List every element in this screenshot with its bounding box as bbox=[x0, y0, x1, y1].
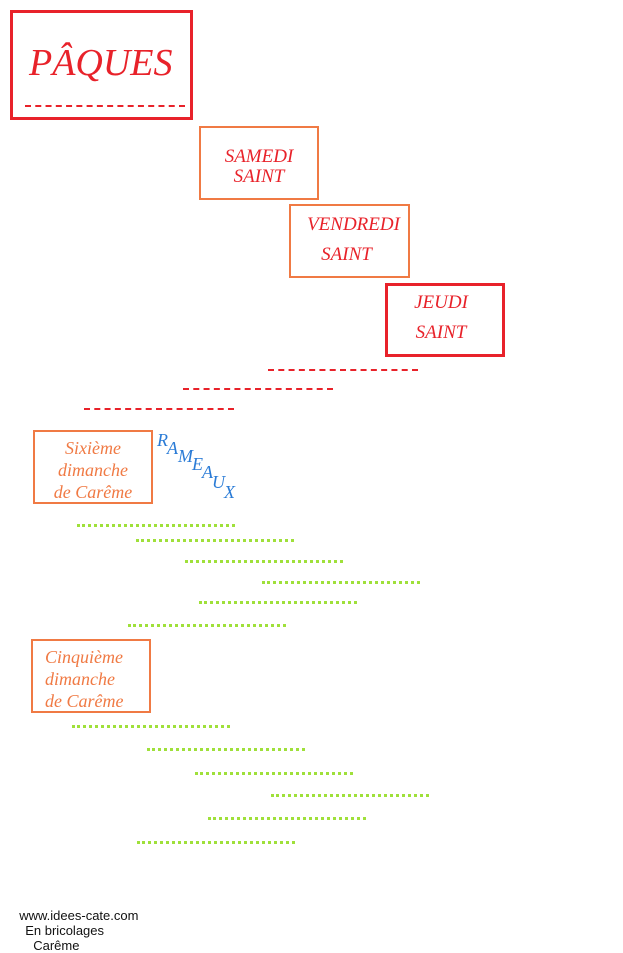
samedi-saint-box: SAMEDI SAINT bbox=[199, 126, 319, 200]
sixieme-line3: de Carême bbox=[53, 482, 133, 502]
rameaux-letter: X bbox=[224, 482, 235, 502]
footer-topic: Carême bbox=[33, 938, 80, 953]
sixieme-line1: Sixième bbox=[65, 438, 121, 458]
rameaux-letter: U bbox=[212, 472, 225, 492]
green-dash-line bbox=[136, 539, 294, 542]
cinquieme-line3: de Carême bbox=[45, 691, 124, 711]
vendredi-line1: VENDREDI bbox=[307, 214, 400, 235]
samedi-line1: SAMEDI bbox=[224, 146, 294, 167]
rameaux-letter: R bbox=[157, 430, 168, 450]
vendredi-line2: SAINT bbox=[321, 244, 372, 265]
green-dash-line bbox=[128, 624, 286, 627]
rameaux-letter: E bbox=[192, 454, 203, 474]
rameaux-letter: M bbox=[178, 446, 193, 466]
green-dash-line bbox=[208, 817, 366, 820]
cinquieme-line1: Cinquième bbox=[45, 647, 123, 667]
footer: www.idees-cate.com En bricolages Carême bbox=[12, 893, 138, 953]
green-dash-line bbox=[137, 841, 295, 844]
green-dash-line bbox=[147, 748, 305, 751]
footer-section: En bricolages bbox=[25, 923, 105, 938]
paques-title: PÂQUES bbox=[29, 42, 173, 84]
green-dash-line bbox=[77, 524, 235, 527]
red-dash-line bbox=[183, 388, 333, 390]
green-dash-line bbox=[195, 772, 353, 775]
sixieme-line2: dimanche bbox=[58, 460, 128, 480]
jeudi-saint-box: JEUDI SAINT bbox=[385, 283, 505, 357]
sixieme-dimanche-box: Sixième dimanche de Carême bbox=[33, 430, 153, 504]
vendredi-saint-box: VENDREDI SAINT bbox=[289, 204, 410, 278]
jeudi-line2: SAINT bbox=[415, 322, 467, 343]
green-dash-line bbox=[185, 560, 343, 563]
red-dash-line bbox=[268, 369, 418, 371]
red-dash-line bbox=[84, 408, 234, 410]
cinquieme-dimanche-box: Cinquième dimanche de Carême bbox=[31, 639, 151, 713]
samedi-line2: SAINT bbox=[233, 166, 285, 187]
rameaux-letter: A bbox=[167, 438, 178, 458]
green-dash-line bbox=[262, 581, 420, 584]
rameaux-letter: A bbox=[202, 462, 213, 482]
jeudi-line1: JEUDI bbox=[414, 292, 468, 313]
paques-underline bbox=[25, 105, 185, 107]
green-dash-line bbox=[271, 794, 429, 797]
cinquieme-line2: dimanche bbox=[45, 669, 115, 689]
green-dash-line bbox=[72, 725, 230, 728]
paques-box: PÂQUES bbox=[10, 10, 193, 120]
green-dash-line bbox=[199, 601, 357, 604]
